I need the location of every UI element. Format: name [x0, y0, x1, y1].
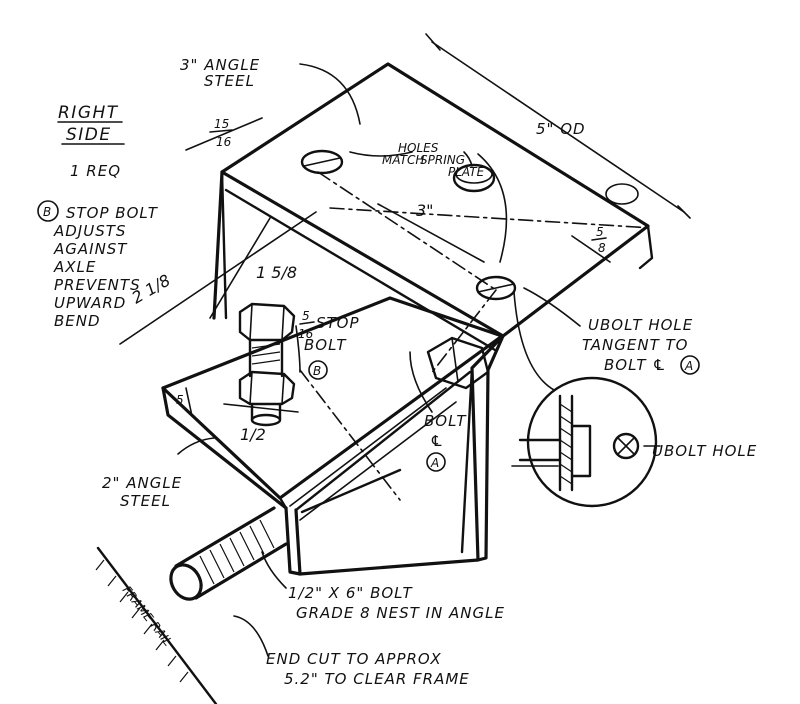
- dim-5-8-num: 5: [596, 225, 604, 239]
- note-b-line-2: AGAINST: [53, 240, 128, 258]
- three-in-label: 3": [416, 201, 434, 220]
- dimension-lines: [119, 33, 691, 417]
- spring-plate-hole-left: [300, 149, 344, 175]
- frame-rail-label: FRAME RAIL: [120, 583, 175, 648]
- note-b-line-6: BEND: [54, 312, 101, 330]
- end-cut-line2: 5.2" TO CLEAR FRAME: [284, 670, 470, 688]
- leader-lines: [177, 63, 661, 657]
- angle-2in-body: [161, 296, 505, 576]
- main-bolt-line1: 1/2" X 6" BOLT: [288, 584, 413, 602]
- main-bolt-threaded: [169, 336, 490, 601]
- title-line1: RIGHT: [58, 103, 119, 123]
- stop-bolt-frac-den: 16: [298, 327, 314, 341]
- dim-15-16-den: 16: [216, 135, 232, 149]
- dimension-text: 15 16 1 5/8 2 1/8 5 8 5 1/2: [129, 117, 607, 444]
- centerlines: [299, 171, 653, 501]
- angle-3in-label-2: STEEL: [204, 72, 255, 90]
- holes-label-2: MATCH: [382, 153, 424, 167]
- main-bolt-line2: GRADE 8 NEST IN ANGLE: [296, 604, 505, 622]
- stop-bolt-text1: STOP: [316, 314, 360, 332]
- spring-plate-hole-right: [452, 163, 496, 193]
- bolt-cl-marker: A: [430, 456, 439, 470]
- note-b-line-3: AXLE: [53, 258, 96, 276]
- holes-label-4: PLATE: [448, 165, 485, 179]
- stop-bolt-marker: B: [313, 364, 321, 378]
- ubolt-hole-top: [475, 275, 517, 301]
- angle-2in-label-1: 2" ANGLE: [102, 474, 182, 492]
- ubolt-tangent-1: UBOLT HOLE: [588, 316, 693, 334]
- od-hole-right: [605, 183, 639, 205]
- qty-label: 1 REQ: [70, 162, 121, 180]
- angle-2in-label-2: STEEL: [120, 492, 171, 510]
- end-cut-line1: END CUT TO APPROX: [266, 650, 442, 668]
- bolt-cl-1: BOLT: [424, 412, 467, 430]
- angle-3in-body: [212, 62, 654, 352]
- holes-label-3: SPRING: [420, 153, 465, 167]
- title-line2: SIDE: [66, 125, 112, 145]
- ubolt-hole-label: UBOLT HOLE: [652, 442, 757, 460]
- angle-3in-label-1: 3" ANGLE: [180, 56, 260, 74]
- frame-rail: [95, 546, 218, 704]
- dim-1-5-8: 1 5/8: [256, 263, 297, 282]
- dim-5: 5: [176, 393, 184, 407]
- note-b-line-0: STOP BOLT: [66, 204, 159, 222]
- note-b-marker: B: [43, 205, 51, 219]
- ubolt-detail-circle: [511, 376, 658, 508]
- ubolt-tangent-3: BOLT ℄: [604, 356, 667, 374]
- note-b-line-5: UPWARD: [54, 294, 126, 312]
- note-b-line-4: PREVENTS: [54, 276, 141, 294]
- bolt-cl-2: ℄: [430, 432, 444, 450]
- dim-15-16-num: 15: [214, 117, 229, 131]
- stop-bolt-frac-num: 5: [302, 309, 310, 323]
- note-b: B STOP BOLT ADJUSTS AGAINST AXLE PREVENT…: [37, 200, 159, 330]
- ubolt-tangent-marker: A: [684, 359, 693, 373]
- note-b-line-1: ADJUSTS: [53, 222, 126, 240]
- stop-bolt: [238, 302, 296, 427]
- holes-label-1: HOLES: [398, 141, 439, 155]
- stop-bolt-text2: BOLT: [304, 336, 347, 354]
- dim-1-2: 1/2: [240, 425, 266, 444]
- od-label: 5" OD: [536, 120, 586, 138]
- title-block: RIGHT SIDE 1 REQ: [57, 103, 125, 180]
- ubolt-tangent-2: TANGENT TO: [582, 336, 689, 354]
- dim-5-8-den: 8: [598, 241, 606, 255]
